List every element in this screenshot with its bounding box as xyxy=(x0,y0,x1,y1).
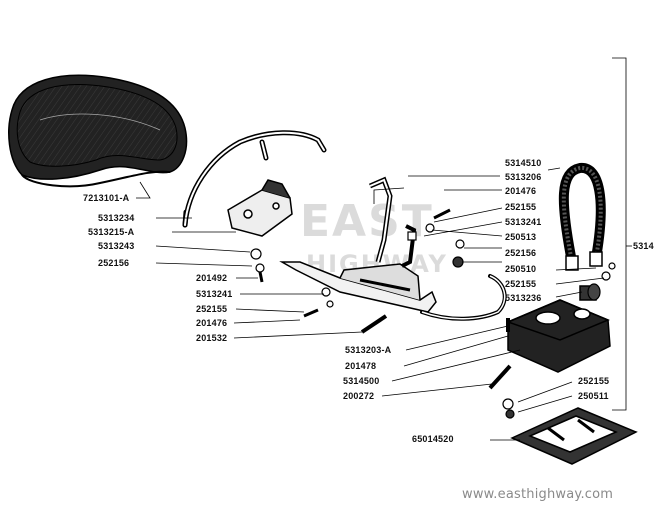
part-label: 250513 xyxy=(505,232,537,242)
part-label: 252155 xyxy=(578,376,610,386)
part-label: 5313241 xyxy=(505,217,542,227)
hardware xyxy=(250,208,616,419)
part-label: 5313215-A xyxy=(88,227,135,237)
part-label: 201492 xyxy=(196,273,228,283)
part-label: 252156 xyxy=(98,258,130,268)
part-label: 252155 xyxy=(505,202,537,212)
part-label: 252156 xyxy=(505,248,537,258)
seat-bracket xyxy=(227,179,293,237)
part-label: 65014520 xyxy=(412,434,454,444)
part-label: 5314510 xyxy=(505,158,542,168)
spring xyxy=(558,163,606,271)
part-label: 201478 xyxy=(345,361,377,371)
part-label: 201476 xyxy=(196,318,228,328)
part-label: 5313241 xyxy=(196,289,233,299)
part-label: 250511 xyxy=(578,391,609,401)
part-label: 5313203-A xyxy=(345,345,392,355)
part-label: 5313234 xyxy=(98,213,135,223)
base-plate xyxy=(510,407,638,465)
part-label: 201532 xyxy=(196,333,228,343)
website-watermark: www.easthighway.com xyxy=(462,487,614,502)
part-label: 252155 xyxy=(505,279,537,289)
part-label: 5314500 xyxy=(343,376,380,386)
part-label: 5313243 xyxy=(98,241,135,251)
leader-lines xyxy=(136,57,632,441)
part-label: 201476 xyxy=(505,186,537,196)
part-label: 250510 xyxy=(505,264,537,274)
seat-pan xyxy=(8,74,188,188)
part-label: 7213101-A xyxy=(83,193,130,203)
mounting-bar xyxy=(279,176,437,313)
assembly-label: 5314 xyxy=(633,241,654,251)
part-label: 200272 xyxy=(343,391,375,401)
part-label: 5313206 xyxy=(505,172,542,182)
part-label: 252155 xyxy=(196,304,228,314)
part-label: 5313236 xyxy=(505,293,542,303)
